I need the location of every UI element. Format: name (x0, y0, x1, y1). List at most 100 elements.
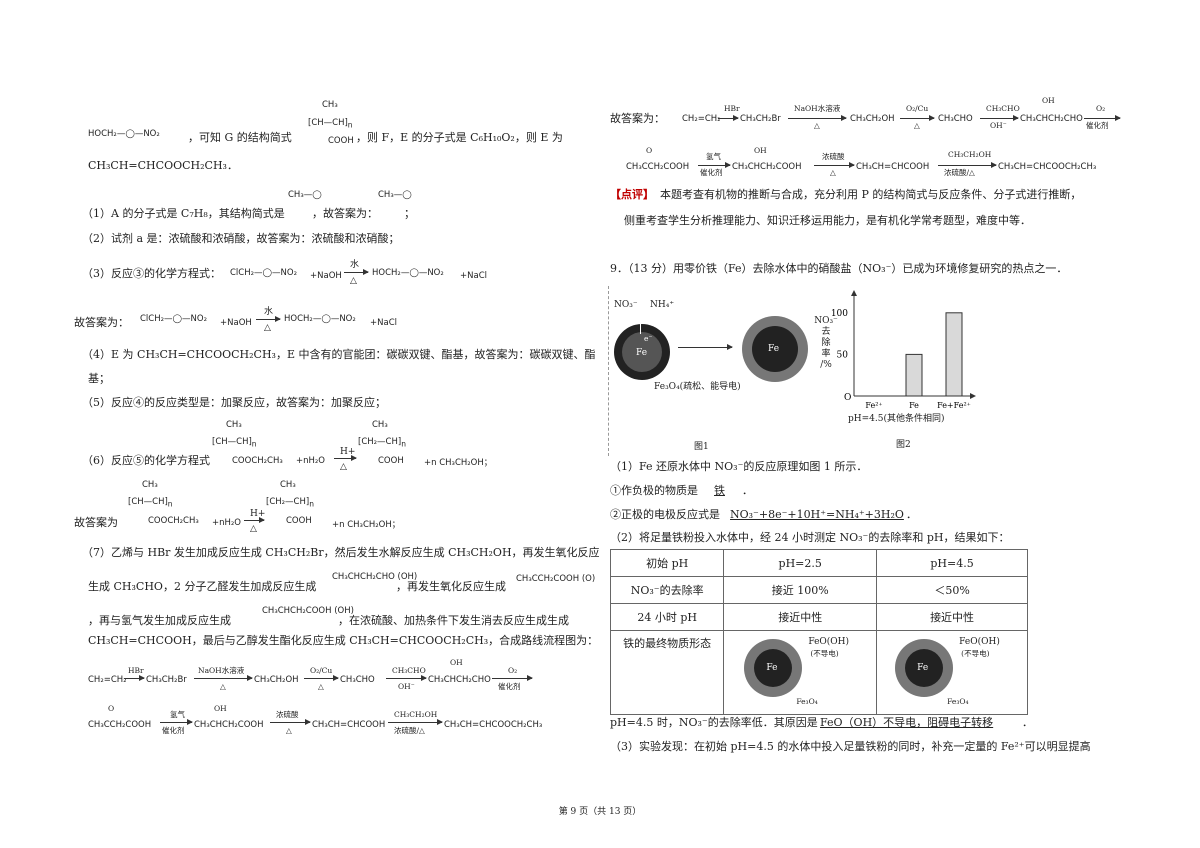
route-cond-o2: O₂ (508, 666, 518, 675)
table-row: 初始 pH pH=2.5 pH=4.5 (609, 549, 1028, 577)
answer-text-b: ，则 F，E 的分子式是 C₆H₁₀O₂，则 E 为 (356, 131, 563, 144)
route-summary-row-2: O CH₃CCH₂COOH 氢气 催化剂 OH CH₃CHCH₂COOH 浓硫酸… (626, 146, 1097, 177)
table-row: 24 小时 pH 接近中性 接近中性 (609, 603, 1028, 631)
toluene-structure-2: CH₃—◯ (378, 190, 412, 200)
polymer-ester-structure-2: CH₃ [CH—CH]n COOCH₂CH₃ (128, 480, 199, 526)
bar (905, 353, 923, 397)
fig1-particle-core-2 (752, 326, 798, 372)
comment-line-2: 侧重考查学生分析推理能力、知识迁移运用能力，是有机化学常考题型，难度中等． (624, 214, 1031, 227)
ethanol-product-2: +n CH₃CH₂OH； (332, 520, 401, 530)
polymer-acid-structure-3: CH₃ [CH₂—CH]n COOH (266, 480, 314, 526)
x-tick-label: Fe (909, 401, 919, 410)
polymer-acid-structure-2: CH₃ [CH₂—CH]n COOH (358, 420, 406, 466)
fig1-transform-arrow (678, 344, 733, 350)
fig1-electron-arrow (640, 314, 641, 334)
q2-text: （2）试剂 a 是：浓硫酸和浓硝酸，故答案为：浓硫酸和浓硝酸； (82, 232, 400, 245)
q1-end: ； (404, 207, 415, 220)
part2-conclusion-answer: FeO（OH）不导电，阻碍电子转移 (820, 716, 994, 729)
route-cond-o2cu: O₂/Cu (310, 666, 333, 675)
reaction-arrow-2 (256, 316, 281, 322)
right-answer-label: 故答案为： (610, 112, 665, 125)
part2-conclusion: pH=4.5 时，NO₃⁻的去除率低．其原因是 (610, 716, 818, 729)
fig1-caption: 图1 (694, 442, 709, 452)
route-arrow-6 (160, 719, 193, 725)
part3-text: （3）实验发现：在初始 pH=4.5 的水体中投入足量铁粉的同时，补充一定量的 … (610, 740, 1091, 753)
q3-text: （3）反应③的化学方程式： (82, 267, 221, 280)
heat-condition-2: △ (264, 323, 271, 333)
nitro-benzyl-alcohol: HOCH₂—◯—NO₂ (88, 129, 160, 139)
route-arrow-8 (388, 719, 443, 725)
part2-conclusion-end: ． (1022, 716, 1033, 729)
naoh: +NaOH (310, 271, 342, 281)
hydrolysis-arrow (334, 455, 357, 461)
q7-text-a: （7）乙烯与 HBr 发生加成反应生成 CH₃CH₂Br，然后发生水解反应生成 … (82, 546, 600, 559)
part1-q2-answer: NO₃⁻+8e⁻+10H⁺=NH₄⁺+3H₂O (730, 508, 904, 521)
fig1-fe-label-2: Fe (768, 344, 780, 354)
route-arrow-1 (124, 675, 145, 681)
route-bromoethane: CH₃CH₂Br (146, 675, 187, 685)
hydroxyacid-product: CH₃CHCH₂COOH (OH) (262, 606, 354, 616)
figure-border (608, 286, 609, 456)
route-acetaldehyde: CH₃CHO (340, 675, 375, 685)
fig2-note: pH=4.5(其他条件相同) (848, 414, 945, 424)
q1-text: （1）A 的分子式是 C₇H₈，其结构简式是 (82, 207, 285, 220)
hydrolysis-arrow-2 (244, 517, 265, 523)
route-ethanol: CH₃CH₂OH (254, 675, 299, 685)
iron-form-ph45: Fe FeO(OH) (不导电) Fe₃O₄ (876, 630, 1028, 715)
route-cond-h2so4: 浓硫酸 (276, 710, 299, 719)
ethanol-product: +n CH₃CH₂OH； (424, 458, 493, 468)
page-footer: 第 9 页（共 13 页） (558, 807, 642, 817)
y-tick-label: 100 (831, 309, 848, 319)
comment-line-1: 本题考查有机物的推断与合成，充分利用 P 的结构简式与反应条件、分子式进行推断， (660, 188, 1082, 201)
route-cond-h2so4-heat: 浓硫酸/△ (394, 726, 425, 735)
part1-q2-end: ． (906, 508, 917, 521)
route-oh-label: OH (450, 658, 463, 667)
q4-text: （4）E 为 CH₃CH=CHCOOCH₂CH₃，E 中含有的官能团：碳碳双键、… (82, 348, 596, 361)
y-tick-label: 50 (837, 350, 849, 360)
synthesis-route-row-2: O CH₃CCH₂COOH 氢气 催化剂 OH CH₃CHCH₂COOH 浓硫酸… (88, 698, 588, 738)
route-cond-cat-2: 催化剂 (162, 726, 185, 735)
route-summary-row-1: CH₂=CH₂ HBr CH₃CH₂Br NaOH水溶液 △ CH₃CH₂OH … (682, 94, 1122, 134)
ketoacid-product: CH₃CCH₂COOH (O) (516, 574, 596, 584)
polymer-acid-structure: CH₃ [CH—CH]n COOH (308, 100, 354, 146)
acid-condition-2: H+ (250, 509, 266, 519)
route-cond-hbr: HBr (128, 666, 144, 675)
nacl: +NaCl (460, 271, 487, 281)
route-ethylene: CH₂=CH₂ (88, 675, 127, 685)
nh2o: +nH₂O (296, 456, 325, 466)
results-table: 初始 pH pH=2.5 pH=4.5 NO₃⁻的去除率 接近 100% ＜50… (609, 549, 1028, 715)
answer-text: ，可知 G 的结构简式 (188, 131, 292, 144)
part1-q2: ②正极的电极反应式是 (610, 508, 720, 521)
cl-nitro-compound-2: ClCH₂—◯—NO₂ (140, 314, 207, 324)
water-condition-2: 水 (264, 307, 274, 317)
reaction-arrow (344, 269, 369, 275)
route-arrow-2 (194, 675, 253, 681)
hoch2-product-2: HOCH₂—◯—NO₂ (284, 314, 356, 324)
route-cond-heat-3: △ (286, 726, 292, 735)
toluene-structure: CH₃—◯ (288, 190, 322, 200)
nh2o-2: +nH₂O (212, 518, 241, 528)
route-hydroxyacid: CH₃CHCH₂COOH (194, 720, 264, 730)
fig2-caption: 图2 (896, 440, 911, 450)
q7-text-c2: ，在浓硫酸、加热条件下发生消去反应生成生成 (338, 614, 569, 627)
q4-text-b: 基； (88, 372, 110, 385)
synthesis-route-row-1: CH₂=CH₂ HBr CH₃CH₂Br NaOH水溶液 △ CH₃CH₂OH … (88, 656, 588, 696)
question-9: 9．（13 分）用零价铁（Fe）去除水体中的硝酸盐（NO₃⁻）已成为环境修复研究… (610, 262, 1068, 275)
route-o-label: O (108, 704, 115, 713)
route-cond-oh: OH⁻ (398, 682, 415, 691)
q1-text-b: ，故答案为： (312, 207, 378, 220)
water-condition: 水 (350, 260, 360, 270)
route-cond-ethanol: CH₃CH₂OH (394, 710, 438, 719)
hoch2-product: HOCH₂—◯—NO₂ (372, 268, 444, 278)
fig1-fe-label: Fe (636, 348, 648, 358)
route-cond-heat-2: △ (318, 682, 324, 691)
q7-text-b1: 生成 CH₃CHO，2 分子乙醛发生加成反应生成 (88, 580, 317, 593)
route-cond-h2: 氢气 (170, 710, 185, 719)
naoh-2: +NaOH (220, 318, 252, 328)
route-cond-ch3cho: CH₃CHO (392, 666, 426, 675)
q6-text: （6）反应⑤的化学方程式 (82, 454, 210, 467)
fig1-particle-core (622, 332, 662, 372)
part2-text: （2）将足量铁粉投入水体中，经 24 小时测定 NO₃⁻的去除率和 pH，结果如… (610, 531, 1010, 544)
comment-tag: 【点评】 (610, 188, 654, 201)
